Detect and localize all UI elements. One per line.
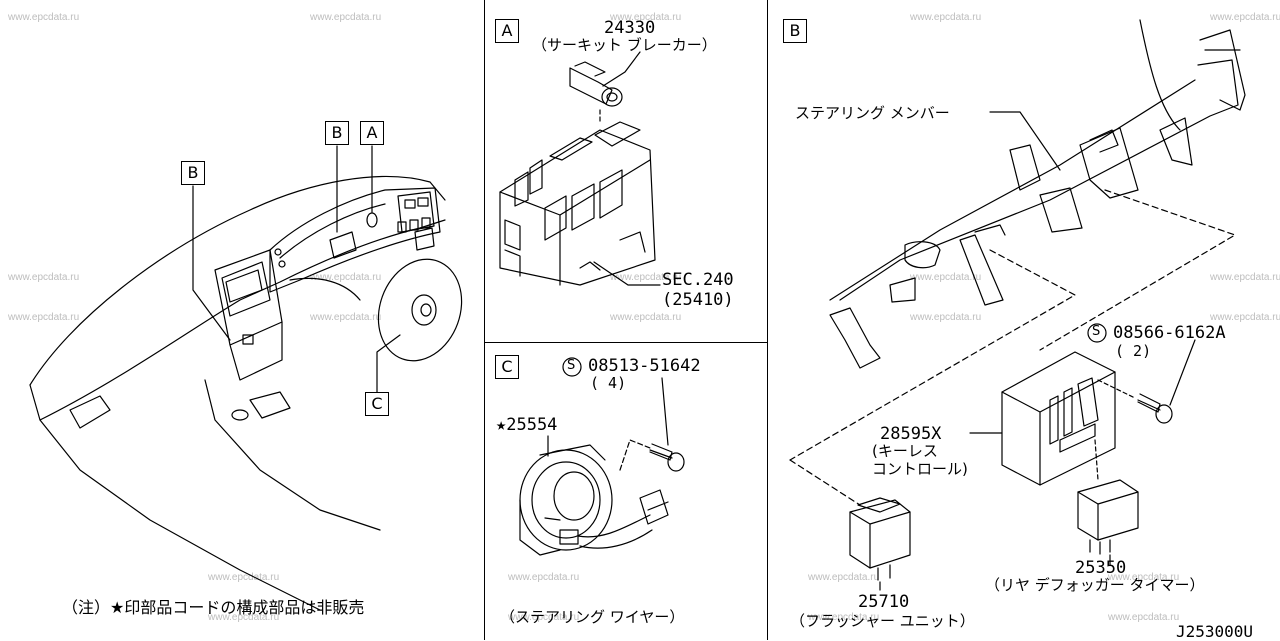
circuit-breaker-drawing [569,61,623,107]
part-number-28595x: 28595X [880,424,942,444]
bolt-symbol-b: S [1092,324,1101,339]
divider-middle [484,342,768,343]
watermark: www.epcdata.ru [1210,12,1280,23]
watermark: www.epcdata.ru [910,312,982,323]
callout-box-c: C [365,392,389,416]
note-text: （注）★印部品コードの構成部品は非販売 [62,598,365,617]
watermark: www.epcdata.ru [8,312,80,323]
watermark: www.epcdata.ru [610,272,682,283]
watermark: www.epcdata.ru [310,12,382,23]
steering-wheel-drawing [377,258,463,362]
callout-box-b: B [181,161,205,185]
section-reference: SEC.240 [662,270,734,290]
bolt-code-b: 08566-6162A [1113,323,1226,343]
watermark: www.epcdata.ru [508,612,580,623]
divider-left [484,0,485,640]
diagram-code: J253000U [1176,622,1254,641]
watermark: www.epcdata.ru [808,572,880,583]
dashboard-drawing [29,175,446,611]
keyless-control-drawing [1001,351,1116,486]
part-name-keyless-2: コントロール) [872,460,968,478]
watermark: www.epcdata.ru [508,572,580,583]
watermark: www.epcdata.ru [8,12,80,23]
watermark: www.epcdata.ru [1210,272,1280,283]
spiral-cable-drawing [519,444,669,556]
watermark: www.epcdata.ru [610,312,682,323]
section-part-number: (25410) [662,290,734,310]
watermark: www.epcdata.ru [1108,612,1180,623]
fuse-block-drawing [499,121,656,286]
callout-box-a: A [360,121,384,145]
part-number-25350: 25350 [1075,558,1127,578]
bolt-qty-b: ( 2) [1115,342,1152,360]
part-number-24330: 24330 [604,18,656,38]
steering-member-drawing [829,19,1246,369]
bolt-symbol-c: S [567,358,576,373]
watermark: www.epcdata.ru [910,12,982,23]
watermark: www.epcdata.ru [310,272,382,283]
bolt-drawing-b [1137,393,1173,424]
panel-c-title: C [495,355,519,379]
watermark: www.epcdata.ru [910,272,982,283]
part-name-circuit-breaker: （サーキット ブレーカー） [532,36,717,54]
part-name-keyless-1: (キーレス [872,442,938,460]
watermark: www.epcdata.ru [1210,312,1280,323]
panel-a-title: A [495,19,519,43]
bolt-drawing-c [649,443,685,472]
panel-b-title: B [783,19,807,43]
watermark: www.epcdata.ru [808,612,880,623]
watermark: www.epcdata.ru [610,12,682,23]
defogger-timer-drawing [1077,479,1139,555]
watermark: www.epcdata.ru [208,572,280,583]
bolt-qty-c: ( 4) [590,374,627,392]
watermark: www.epcdata.ru [208,612,280,623]
callout-box-b: B [325,121,349,145]
part-name-defogger-timer: （リヤ デフォッガー タイマー） [985,576,1205,594]
watermark: www.epcdata.ru [1108,572,1180,583]
flasher-unit-drawing [849,497,911,581]
bolt-code-c: 08513-51642 [588,356,701,376]
part-name-flasher-unit: （フラッシャー ユニット） [790,612,975,630]
watermark: www.epcdata.ru [310,312,382,323]
part-number-25710: 25710 [858,592,910,612]
part-name-steering-wire: （ステアリング ワイヤー） [500,608,685,626]
watermark: www.epcdata.ru [8,272,80,283]
steering-member-label: ステアリング メンバー [795,104,950,122]
divider-right [767,0,768,640]
part-number-25554: ★25554 [496,415,558,435]
